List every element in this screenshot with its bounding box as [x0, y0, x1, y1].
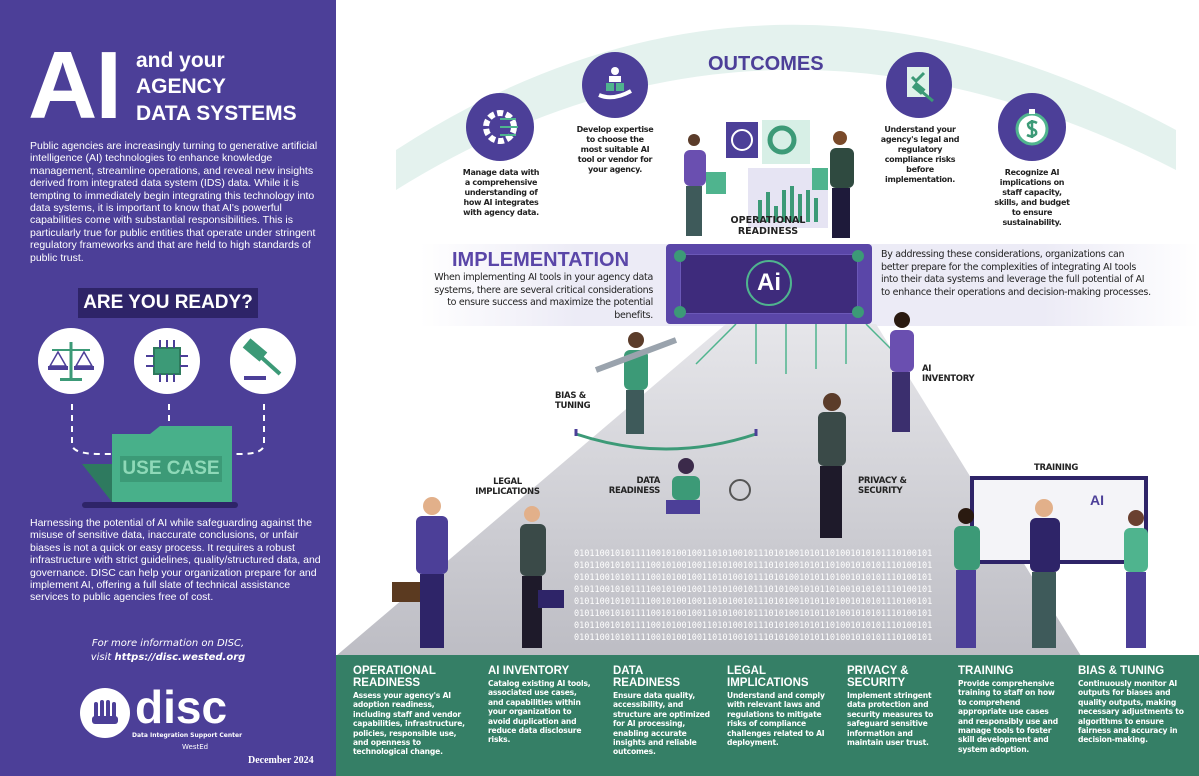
implementation-title: IMPLEMENTATION — [452, 249, 630, 271]
column-text: Continuously monitor AI outputs for bias… — [1078, 679, 1184, 745]
person-privacy — [818, 393, 846, 538]
closing-text: Harnessing the potential of AI while saf… — [30, 517, 321, 604]
chip-bolt-icon — [852, 306, 864, 318]
column-text: Implement stringent data protection and … — [847, 691, 934, 748]
implementation-right-text: By addressing these considerations, orga… — [881, 249, 1151, 298]
column-training: TRAINING Provide comprehensive training t… — [958, 665, 1063, 754]
info-line1: For more information on DISC, — [91, 638, 245, 649]
chip-icon — [134, 328, 200, 394]
people-illustration — [392, 312, 1148, 648]
outcome-text-3: Understand your agency's legal and regul… — [880, 125, 960, 184]
outcome-text-4: Recognize AI implications on staff capac… — [994, 168, 1070, 227]
gavel-icon — [230, 328, 296, 394]
operational-readiness-label: OPERATIONAL READINESS — [730, 215, 806, 237]
outcome-text-1: Manage data with a comprehensive underst… — [462, 168, 540, 217]
binary-row: 0101100101011110010100100110101001011101… — [574, 561, 932, 571]
info-visit: visit — [90, 652, 115, 663]
person-inventory — [890, 312, 914, 432]
person-legal-2 — [520, 506, 564, 648]
column-title: DATA READINESS — [613, 665, 681, 689]
title-line2: AGENCY — [136, 75, 226, 98]
ready-heading: ARE YOU READY? — [78, 288, 258, 318]
chip-bolt-icon — [852, 250, 864, 262]
binary-row: 0101100101011110010100100110101001011101… — [574, 633, 932, 643]
person-bias — [594, 332, 678, 434]
wested-logo: WestEd — [182, 743, 209, 751]
stopwatch-dollar-icon — [998, 93, 1066, 161]
column-title: LEGAL IMPLICATIONS — [727, 665, 809, 689]
vendor-hand-icon — [582, 52, 648, 118]
binary-row: 0101100101011110010100100110101001011101… — [574, 609, 932, 619]
column-bias-tuning: BIAS & TUNING Continuously monitor AI out… — [1078, 665, 1188, 745]
column-title: BIAS & TUNING — [1078, 665, 1165, 677]
info-url-link[interactable]: https://disc.wested.org — [114, 652, 246, 663]
person-legal-1 — [392, 497, 448, 648]
outcomes-title: OUTCOMES — [708, 53, 824, 75]
label-legal-implications: LEGAL IMPLICATIONS — [475, 477, 540, 497]
chip-bolt-icon — [674, 250, 686, 262]
scales-icon — [38, 328, 104, 394]
column-text: Assess your agency's AI adoption readine… — [353, 691, 465, 757]
connector-lines — [71, 404, 265, 508]
date: December 2024 — [248, 755, 314, 766]
ai-chip-logo: Ai — [746, 260, 792, 306]
column-title: OPERATIONAL READINESS — [353, 665, 436, 689]
person-training-3 — [1124, 510, 1148, 648]
disc-logo-icon — [80, 688, 130, 738]
use-case-label: USE CASE — [120, 456, 222, 482]
column-title: AI INVENTORY — [488, 665, 570, 677]
dashboard-illustration — [684, 120, 854, 238]
left-panel: AI and your AGENCY DATA SYSTEMS Public a… — [0, 0, 336, 776]
person-data — [666, 458, 751, 514]
title-line3: DATA SYSTEMS — [136, 102, 297, 125]
binary-row: 0101100101011110010100100110101001011101… — [574, 621, 932, 631]
label-ai-inventory: AI INVENTORY — [922, 364, 975, 384]
person-training-2 — [1030, 499, 1060, 648]
chip-bolt-icon — [674, 306, 686, 318]
label-training: TRAINING — [1034, 463, 1079, 473]
label-bias-tuning: BIAS & TUNING — [555, 391, 591, 411]
binary-row: 0101100101011110010100100110101001011101… — [574, 549, 932, 559]
label-privacy-security: PRIVACY & SECURITY — [858, 476, 907, 496]
title-line1: and your — [136, 49, 225, 72]
disc-logo-text: disc — [135, 681, 228, 733]
column-text: Provide comprehensive training to staff … — [958, 679, 1058, 754]
training-board-label: AI — [1090, 492, 1104, 508]
column-text: Understand and comply with relevant laws… — [727, 691, 825, 748]
legal-document-icon — [886, 52, 952, 118]
ai-chip: Ai — [666, 244, 872, 324]
column-title: PRIVACY & SECURITY — [847, 665, 909, 689]
implementation-left-text: When implementing AI tools in your agenc… — [434, 272, 653, 321]
title-ai: AI — [28, 32, 122, 139]
intro-text: Public agencies are increasingly turning… — [30, 140, 318, 264]
column-title: TRAINING — [958, 665, 1014, 677]
column-ai-inventory: AI INVENTORY Catalog existing AI tools, a… — [488, 665, 593, 745]
outcome-text-2: Develop expertise to choose the most sui… — [576, 125, 654, 174]
binary-row: 0101100101011110010100100110101001011101… — [574, 597, 932, 607]
binary-row: 0101100101011110010100100110101001011101… — [574, 585, 932, 595]
label-data-readiness: DATA READINESS — [608, 476, 661, 496]
column-text: Catalog existing AI tools, associated us… — [488, 679, 591, 745]
binary-row: 0101100101011110010100100110101001011101… — [574, 573, 932, 583]
column-text: Ensure data quality, accessibility, and … — [613, 691, 710, 757]
disc-subtitle: Data Integration Support Center — [132, 732, 243, 739]
gear-data-icon — [466, 93, 534, 161]
person-training-1 — [954, 508, 980, 648]
info-text: For more information on DISC, visit http… — [0, 637, 336, 665]
